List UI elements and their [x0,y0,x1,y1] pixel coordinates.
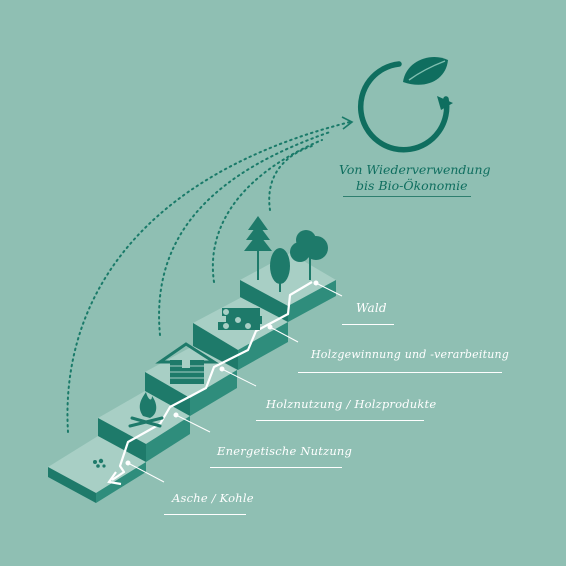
trees-icon [244,216,328,292]
flow-path [107,281,313,486]
step-5-top [240,253,336,306]
diagram-title-line2: bis Bio-Ökonomie [356,178,468,193]
title-underline [343,196,471,197]
diagram-title-line1: Von Wiederverwendung [339,162,491,177]
label-holzgewinnung-underline [298,372,502,373]
step-2-riser [98,418,146,462]
ash-icon [93,458,106,468]
label-holzgewinnung: Holzgewinnung und -verarbeitung [311,348,510,361]
recycle-leaf-icon [358,56,453,153]
step-1-front [48,467,96,503]
step-3-side [190,370,237,416]
step-2-side [146,416,190,462]
log-pile-icon [218,308,262,330]
leader-lines [125,280,343,483]
step-1-top [48,436,146,493]
label-holznutzung: Holznutzung / Holzprodukte [266,397,437,411]
step-3-riser [145,372,190,416]
log-cabin-icon [155,342,220,384]
dotted-arrow-forest [268,145,313,211]
step-5-riser [240,280,288,322]
dotted-arrow-products [158,131,331,336]
step-1-side [96,462,146,503]
label-wald: Wald [356,301,387,315]
dotted-arrow-head [341,116,354,130]
dotted-flow-arrows [66,121,351,433]
campfire-icon [128,392,164,428]
label-asche-underline [164,514,246,515]
step-4-side [238,322,288,370]
step-2-top [98,391,190,444]
flow-arrow-head [107,471,122,486]
label-wald-underline [342,324,394,325]
dotted-arrow-processing [211,139,323,283]
label-holznutzung-underline [256,420,424,421]
step-4-riser [193,323,238,370]
label-asche: Asche / Kohle [172,491,254,505]
label-energetische: Energetische Nutzung [217,444,353,458]
step-5-side [288,280,336,322]
dotted-arrow-energy [66,121,351,433]
label-energetische-underline [210,467,342,468]
